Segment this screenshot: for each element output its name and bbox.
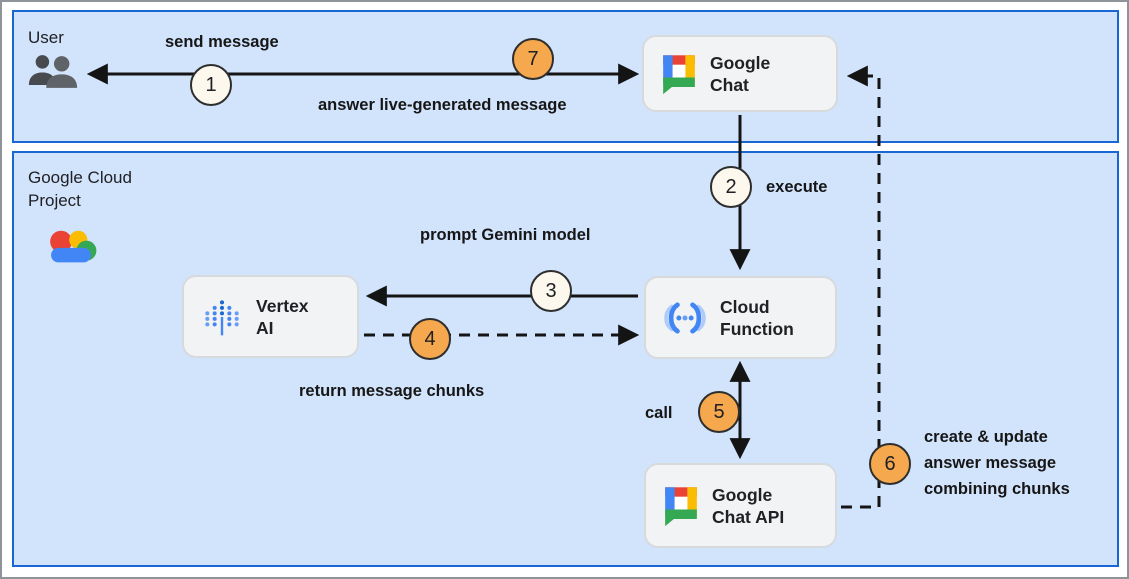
edge-label-prompt-gemini: prompt Gemini model xyxy=(420,226,591,244)
node-vertex-ai-label-line2: AI xyxy=(256,317,274,338)
node-google-chat-label-line1: Google xyxy=(710,52,771,73)
edge-label-send-message: send message xyxy=(165,33,279,51)
node-cloud-function-label: Cloud Function xyxy=(720,296,794,340)
google-cloud-project-panel xyxy=(12,151,1119,567)
node-google-chat: Google Chat xyxy=(642,35,838,112)
step-5: 5 xyxy=(698,391,740,433)
cloud-function-icon xyxy=(662,301,708,335)
node-google-chat-label: Google Chat xyxy=(710,52,770,96)
edge-label-create-update: create & update answer message combining… xyxy=(924,424,1070,502)
node-cloud-function-label-line2: Function xyxy=(720,318,794,339)
edge-label-call: call xyxy=(645,404,673,422)
node-google-chat-label-line2: Chat xyxy=(710,74,749,95)
step-1: 1 xyxy=(190,64,232,106)
node-vertex-ai-label-line1: Vertex xyxy=(256,295,309,316)
edge-label-return-chunks: return message chunks xyxy=(299,382,485,400)
user-panel-label: User xyxy=(28,26,64,49)
step-4: 4 xyxy=(409,318,451,360)
step-2: 2 xyxy=(710,166,752,208)
step-6: 6 xyxy=(869,443,911,485)
node-cloud-function: Cloud Function xyxy=(644,276,837,359)
node-vertex-ai-label: Vertex AI xyxy=(256,295,309,339)
google-cloud-icon xyxy=(42,226,100,268)
google-cloud-project-label-line2: Project xyxy=(28,191,81,210)
user-icon xyxy=(26,52,80,91)
edge-label-answer-message: answer live-generated message xyxy=(318,96,567,114)
node-google-chat-api-label-line2: Chat API xyxy=(712,506,785,527)
google-chat-api-icon xyxy=(662,484,700,527)
node-google-chat-api: Google Chat API xyxy=(644,463,837,548)
node-google-chat-api-label: Google Chat API xyxy=(712,484,784,528)
vertex-ai-icon xyxy=(200,295,244,339)
step-3: 3 xyxy=(530,270,572,312)
node-vertex-ai: Vertex AI xyxy=(182,275,359,358)
edge-label-create-update-line2: answer message xyxy=(924,454,1057,472)
google-chat-icon xyxy=(660,52,698,95)
edge-label-execute: execute xyxy=(766,178,828,196)
step-7: 7 xyxy=(512,38,554,80)
google-cloud-project-label: Google Cloud Project xyxy=(28,166,132,212)
user-panel-label-text: User xyxy=(28,28,64,47)
node-cloud-function-label-line1: Cloud xyxy=(720,296,770,317)
google-cloud-project-label-line1: Google Cloud xyxy=(28,168,132,187)
node-google-chat-api-label-line1: Google xyxy=(712,484,773,505)
edge-label-create-update-line1: create & update xyxy=(924,428,1048,446)
edge-label-create-update-line3: combining chunks xyxy=(924,480,1070,498)
